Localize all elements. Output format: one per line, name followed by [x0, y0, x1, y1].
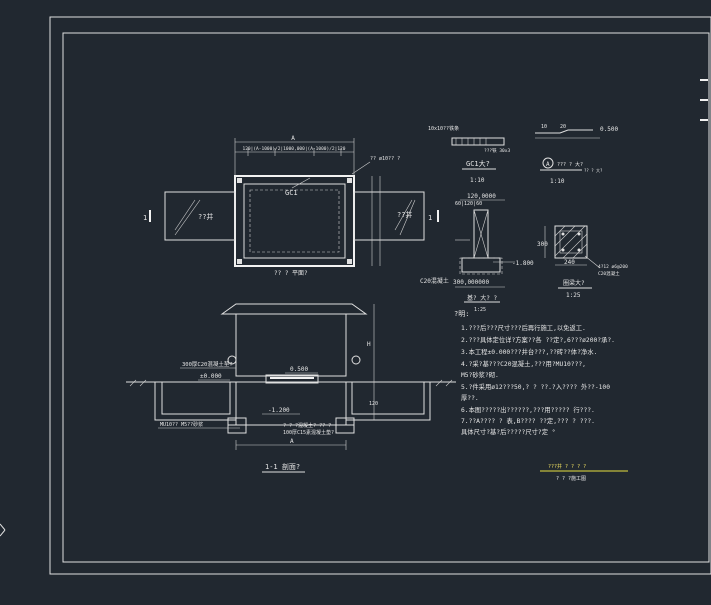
notes-head: ?明: [454, 310, 469, 318]
notes-block: ?明: 1.???后???尺寸???后再行施工,以免返工. 2.???具体定位详… [454, 310, 615, 436]
section-base-mid1: ? ? ?混凝土? ?? ? [283, 422, 331, 429]
a-dim2: 20 [560, 124, 566, 130]
note-line: 5.?件采用ø12???50,? ? ??.?入???? 外??-100 [461, 382, 610, 391]
note-line: 2.???具体定位详?方案??各 ??定?,6???ø200?承?. [461, 335, 615, 344]
title-line2: ? ? ?施工图 [556, 475, 586, 482]
plan-gc1-label: GC1 [285, 189, 298, 197]
section-base-left: MU10?? M5??砂浆 [160, 421, 203, 428]
gc1-bar-label: 10x10??铁条 [428, 125, 459, 132]
note-line: 6.本图?????出??????,???用????? 行???. [461, 405, 595, 414]
col-scale: 1:25 [566, 292, 581, 299]
section-dim-right: H [367, 341, 371, 348]
foundation-bottom-dim: 300,000000 [453, 279, 490, 286]
title-block: ???井 ? ? ? ? ? ? ?施工图 [540, 463, 628, 482]
gc1-title: GC1大? [466, 159, 490, 168]
a-dim1: 10 [541, 124, 547, 130]
gc1-side-label: ???铁 30x3 [484, 147, 510, 154]
note-line: 1.???后???尺寸???后再行施工,以免返工. [461, 323, 586, 332]
cursor-crosshair-icon [0, 523, 6, 537]
section-level-b: -1.200 [268, 407, 290, 414]
section-dim-120: 120 [369, 401, 378, 407]
plan-view: A 120|(A-1000)/2|1000,000|(A-1000)/2|120… [143, 135, 439, 277]
a-title: ??? ? 大? [557, 161, 583, 168]
foundation-detail: 120,0000 60|120|60 -1.800 C20混凝土 300,000… [420, 193, 534, 313]
a-dim3: 0.500 [600, 126, 618, 133]
foundation-level: -1.800 [512, 260, 534, 267]
foundation-side-dim: 60|120|60 [455, 201, 482, 207]
gc1-scale: 1:10 [470, 177, 485, 184]
gc1-detail: 10x10??铁条 ???铁 30x3 GC1大? 1:10 [428, 125, 510, 184]
plan-well-right-label: ??井 [397, 210, 412, 219]
a-scale: 1:10 [550, 178, 565, 185]
section-view: 300厚C20混凝土垫? ±0.000 0.500 -1.200 H 120 M… [126, 303, 456, 473]
inner-frame [62, 32, 710, 563]
outer-frame [49, 16, 711, 575]
section-title: 1-1 剖面? [265, 462, 300, 471]
note-line: 4.?采?基???C20混凝土,???用?MU10???, [461, 359, 586, 368]
a-subtitle: ?? ? 大? [584, 167, 603, 173]
a-detail: 10 20 0.500 A ??? ? 大? ?? ? 大? 1:10 [535, 124, 618, 185]
note-line: M5?砂浆?砌. [461, 370, 499, 379]
note-line: 7.??A???? ? 表,B???? ??定,??? ? ???. [461, 416, 595, 425]
title-line1: ???井 ? ? ? ? [548, 463, 586, 470]
col-dim-h: 300 [537, 241, 548, 248]
section-base-mid2: 100厚C15素混凝土垫? [283, 429, 334, 436]
note-line: 具体尺寸?基?后?????尺寸?定 ° [461, 427, 556, 436]
col-note: 4?12 ø6@200 [598, 264, 628, 270]
plan-hole-label: ?? ø10?? ? [370, 156, 400, 162]
note-line: 厚??. [461, 394, 479, 402]
plan-dim-total: A [291, 135, 295, 142]
foundation-title: 基? 大? ? [467, 294, 497, 302]
foundation-top-dim: 120,0000 [467, 193, 496, 200]
section-left-note: 300厚C20混凝土垫? [182, 360, 233, 368]
plan-section-mark-right: 1 [428, 214, 432, 222]
plan-well-left-label: ??井 [198, 212, 213, 221]
plan-dim-top: 120|(A-1000)/2|1000,000|(A-1000)/2|120 [243, 146, 346, 152]
foundation-scale: 1:25 [474, 307, 486, 313]
col-title: 圈梁大? [563, 279, 585, 287]
a-circle-label: A [546, 161, 550, 168]
section-level-0: ±0.000 [200, 373, 222, 380]
section-level-a: 0.500 [290, 366, 308, 373]
plan-section-mark-left: 1 [143, 214, 147, 222]
foundation-base: C20混凝土 [420, 277, 449, 285]
note-line: 3.本工程±0.000???井台???,??砖??体?净水. [461, 347, 597, 356]
section-dim-bottom: A [290, 438, 294, 445]
col-note2: C20混凝土 [598, 270, 620, 277]
plan-title: ?? ? 平面? [274, 270, 308, 277]
column-detail: 300 240 4?12 ø6@200 C20混凝土 圈梁大? 1:25 [537, 225, 628, 299]
col-dim-w: 240 [564, 259, 575, 266]
